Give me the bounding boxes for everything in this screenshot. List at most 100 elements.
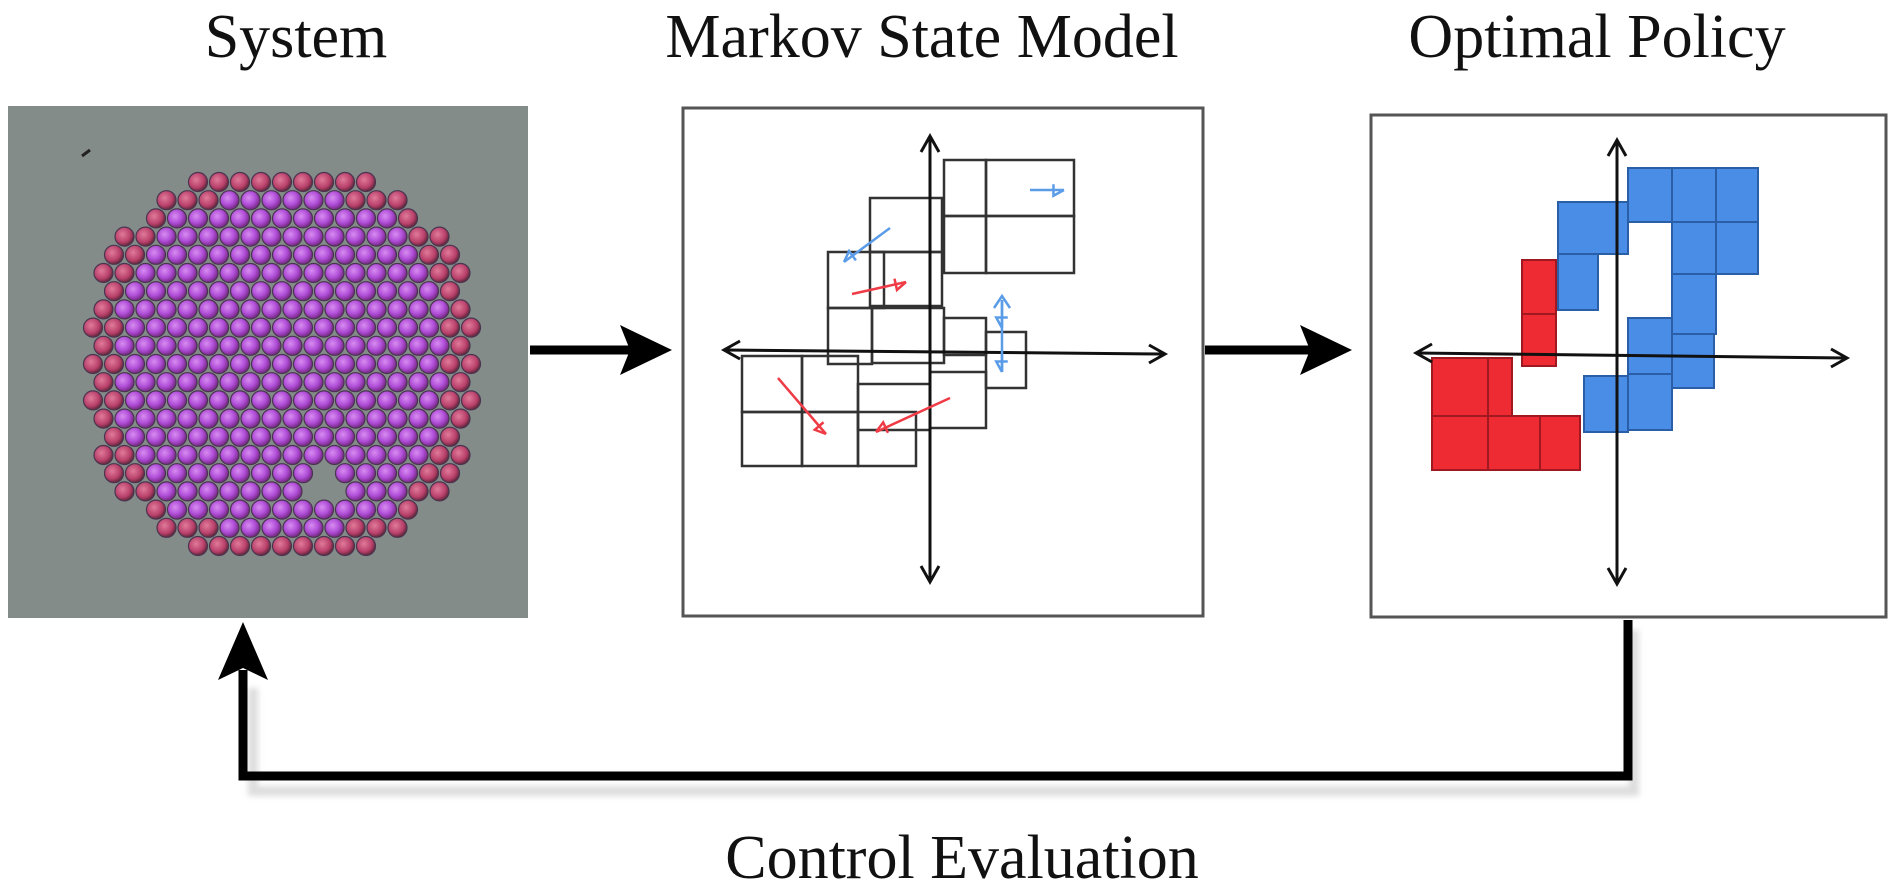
particle (187, 499, 209, 520)
particle (250, 426, 272, 447)
particle (177, 262, 198, 284)
edge-particle (82, 390, 104, 411)
edge-particle (345, 190, 366, 211)
edge-particle (439, 244, 461, 265)
policy-axes (1412, 136, 1851, 588)
blue-policy-cell (1557, 253, 1599, 311)
particle (376, 390, 398, 411)
msm-state-cell (942, 214, 988, 275)
red-transition-arrow-head (893, 278, 907, 293)
particle (345, 408, 366, 429)
particle (345, 481, 366, 502)
particle (303, 190, 324, 211)
blue-policy-cell (1583, 375, 1629, 433)
particle (334, 244, 356, 265)
particle (418, 426, 440, 447)
edge-particle (135, 226, 156, 247)
particle (187, 281, 209, 302)
particle (429, 335, 450, 356)
particle (271, 463, 293, 484)
particle (208, 317, 230, 338)
particle (271, 390, 293, 411)
edge-particle (366, 517, 387, 538)
particle (208, 353, 230, 375)
edge-particle (93, 408, 114, 429)
particle (292, 426, 314, 447)
particle (324, 190, 345, 211)
particle (229, 208, 251, 229)
msm-title: Markov State Model (665, 3, 1179, 71)
particle (166, 317, 188, 338)
particle (345, 299, 366, 320)
edge-particle (103, 281, 125, 302)
particle (198, 226, 219, 247)
particle (187, 463, 209, 484)
particle (240, 335, 261, 356)
particle (198, 408, 219, 429)
particle (324, 262, 345, 284)
particle (303, 335, 324, 356)
blue-policy-cell (1715, 167, 1759, 223)
edge-particle (450, 299, 471, 320)
edge-particle (208, 171, 230, 193)
particle (156, 262, 177, 284)
particle (229, 463, 251, 484)
edge-particle (450, 335, 471, 356)
particle (145, 317, 167, 338)
particle (198, 262, 219, 284)
edge-particle (93, 262, 114, 284)
particle (334, 208, 356, 229)
edge-particle (408, 481, 429, 502)
particle (156, 226, 177, 247)
particle (292, 463, 314, 484)
edge-particle (156, 517, 177, 538)
particle (261, 262, 282, 284)
edge-particle (334, 535, 356, 557)
particle (282, 335, 303, 356)
particle (324, 299, 345, 320)
particle (229, 317, 251, 338)
edge-particle (387, 190, 408, 211)
particle (198, 481, 219, 502)
edge-particle (271, 535, 293, 557)
particle (292, 208, 314, 229)
particle (240, 444, 261, 466)
particle (313, 208, 335, 229)
particle (261, 190, 282, 211)
particle (208, 244, 230, 265)
particle (208, 281, 230, 302)
edge-particle (82, 353, 104, 375)
edge-particle (345, 517, 366, 538)
particle (240, 226, 261, 247)
red-policy-cell (1487, 357, 1513, 417)
blue-policy-cell (1627, 373, 1673, 431)
edge-particle (82, 317, 104, 338)
particle (250, 390, 272, 411)
particle (303, 517, 324, 538)
particle (282, 262, 303, 284)
arrow-msm-to-policy (1205, 325, 1352, 375)
particle (166, 353, 188, 375)
particle (313, 353, 335, 375)
blue-policy-cell (1671, 273, 1717, 335)
edge-particle (418, 463, 440, 484)
particle (313, 390, 335, 411)
particle (418, 390, 440, 411)
particle (145, 463, 167, 484)
edge-particle (124, 244, 146, 265)
particle (334, 426, 356, 447)
particle (345, 335, 366, 356)
particle (271, 499, 293, 520)
particle (366, 335, 387, 356)
particle (219, 372, 240, 393)
edge-particle (460, 353, 482, 375)
particle (429, 299, 450, 320)
particle (366, 481, 387, 502)
particle (355, 463, 377, 484)
msm-state-cell (868, 250, 944, 308)
particle (292, 390, 314, 411)
particle (366, 408, 387, 429)
particle (229, 390, 251, 411)
particle (166, 390, 188, 411)
particle (429, 372, 450, 393)
